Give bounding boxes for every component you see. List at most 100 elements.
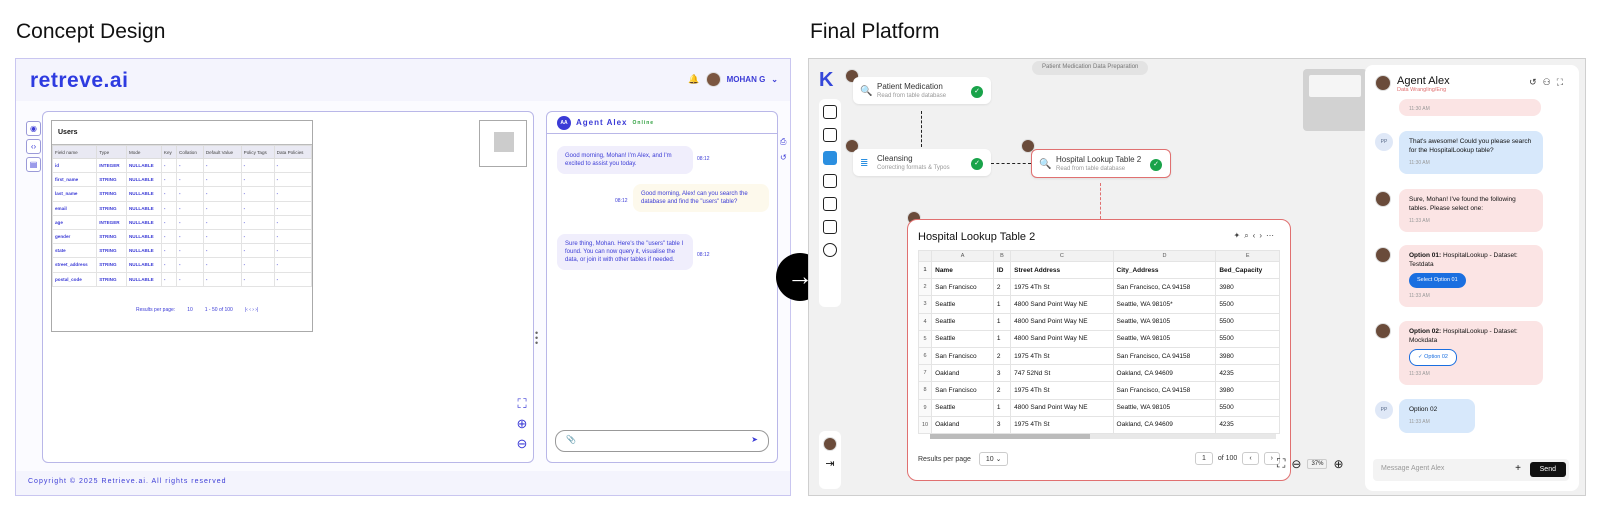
node-cleansing[interactable]: ≣ Cleansing Correcting formats & Typos ✓	[853, 149, 991, 176]
eye-icon[interactable]: ◉	[26, 121, 41, 136]
inbox-icon[interactable]	[823, 174, 837, 188]
row-number[interactable]: 4	[917, 312, 933, 331]
table-cell[interactable]: 1975 4Th St	[1010, 278, 1114, 297]
zoom-in-icon[interactable]: ⊕	[516, 416, 528, 431]
table-cell[interactable]: Seattle, WA 98105*	[1112, 295, 1217, 314]
row-number[interactable]: 7	[917, 364, 933, 383]
row-number[interactable]: 2	[917, 278, 933, 297]
message-input[interactable]: Message Agent Alex + Send	[1373, 459, 1569, 481]
table-cell[interactable]: 4800 Sand Point Way NE	[1010, 295, 1114, 314]
header-cell[interactable]: City_Address	[1112, 260, 1217, 280]
table-cell[interactable]: San Francisco	[931, 278, 994, 297]
node-patient-medication[interactable]: 🔍 Patient Medication Read from table dat…	[853, 77, 991, 104]
table-cell[interactable]: 1	[992, 329, 1012, 348]
horizontal-scrollbar[interactable]	[930, 434, 1276, 439]
table-cell[interactable]: Seattle	[931, 295, 994, 314]
table-cell[interactable]: 747 52Nd St	[1010, 364, 1114, 383]
column-header[interactable]: Field name	[51, 145, 98, 159]
prev-page-button[interactable]: ‹	[1242, 452, 1259, 465]
column-letter[interactable]: A	[931, 250, 994, 262]
zoom-in-icon[interactable]: ⊕	[1333, 456, 1344, 471]
table-cell[interactable]: Seattle	[931, 312, 994, 331]
table-cell[interactable]: 1	[992, 398, 1012, 417]
table-cell[interactable]: 3980	[1215, 278, 1280, 297]
header-cell[interactable]: Name	[931, 260, 994, 280]
table-cell[interactable]: San Francisco	[931, 346, 994, 366]
table-cell[interactable]: 2	[992, 381, 1012, 400]
table-cell[interactable]: Oakland, CA 94609	[1112, 415, 1217, 434]
table-cell[interactable]: Oakland	[931, 364, 994, 383]
help-icon[interactable]	[823, 243, 837, 257]
print-icon[interactable]: ⎙	[780, 137, 787, 146]
minimap[interactable]	[1303, 69, 1367, 131]
table-icon[interactable]	[823, 151, 837, 165]
table-cell[interactable]: 1	[992, 295, 1012, 314]
schedule-icon[interactable]	[823, 220, 837, 234]
zoom-out-icon[interactable]: ⊖	[516, 436, 528, 451]
column-letter[interactable]: B	[992, 250, 1012, 262]
header-cell[interactable]: Bed_Capacity	[1215, 260, 1280, 280]
page-input[interactable]: 1	[1194, 452, 1213, 465]
row-number[interactable]: 10	[917, 415, 933, 434]
table-cell[interactable]: 3980	[1215, 346, 1280, 366]
zoom-out-icon[interactable]: ⊖	[1291, 456, 1302, 471]
table-cell[interactable]: 5500	[1215, 295, 1280, 314]
table-cell[interactable]: 4800 Sand Point Way NE	[1010, 312, 1114, 331]
plus-icon[interactable]: +	[1515, 463, 1521, 474]
logout-icon[interactable]: ⇥	[825, 458, 835, 470]
column-letter[interactable]	[917, 250, 933, 262]
row-number[interactable]: 9	[917, 398, 933, 417]
table-cell[interactable]: 4800 Sand Point Way NE	[1010, 398, 1114, 417]
document-icon[interactable]: ▤	[26, 157, 41, 172]
select-option-01-button[interactable]: Select Option 01	[1409, 273, 1466, 288]
table-cell[interactable]: 1975 4Th St	[1010, 415, 1114, 434]
option-02-button[interactable]: ✓ Option 02	[1409, 349, 1457, 366]
table-cell[interactable]: 3	[992, 415, 1012, 434]
chat-input[interactable]: 📎 ➤	[555, 430, 769, 452]
table-cell[interactable]: 5500	[1215, 312, 1280, 331]
column-letter[interactable]: C	[1010, 250, 1114, 262]
chevron-down-icon[interactable]: ⌄	[771, 75, 778, 84]
row-number[interactable]: 3	[917, 295, 933, 314]
table-cell[interactable]: San Francisco, CA 94158	[1112, 346, 1217, 366]
avatar[interactable]	[823, 437, 837, 451]
bell-icon[interactable]: 🔔	[688, 74, 700, 84]
table-cell[interactable]: San Francisco, CA 94158	[1112, 278, 1217, 297]
column-header[interactable]: Data Policies	[273, 145, 313, 159]
column-letter[interactable]: E	[1215, 250, 1280, 262]
table-cell[interactable]: 4235	[1215, 364, 1280, 383]
column-header[interactable]: Collation	[176, 145, 204, 159]
table-cell[interactable]: 4235	[1215, 415, 1280, 434]
nodes-icon[interactable]	[823, 105, 837, 119]
attach-icon[interactable]: 📎	[566, 435, 576, 444]
table-cell[interactable]: Oakland, CA 94609	[1112, 364, 1217, 383]
user-menu[interactable]: 🔔 MOHAN G ⌄	[688, 72, 778, 87]
header-cell[interactable]: Street Address	[1010, 260, 1114, 280]
page-nav-icons[interactable]: |‹ ‹ › ›|	[244, 307, 259, 313]
row-number[interactable]: 6	[917, 346, 933, 366]
column-letter[interactable]: D	[1112, 250, 1217, 262]
play-icon[interactable]	[823, 197, 837, 211]
fullscreen-icon[interactable]: ⛶	[1277, 456, 1286, 470]
send-button[interactable]: Send	[1529, 462, 1566, 477]
column-header[interactable]: Default Value	[202, 145, 242, 159]
table-cell[interactable]: 1975 4Th St	[1010, 346, 1114, 366]
table-cell[interactable]: 5500	[1215, 398, 1280, 417]
next-page-button[interactable]: ›	[1263, 452, 1280, 465]
table-cell[interactable]: Seattle	[931, 398, 994, 417]
table-cell[interactable]: San Francisco, CA 94158	[1112, 381, 1217, 400]
table-cell[interactable]: 2	[992, 346, 1012, 366]
row-number[interactable]: 8	[917, 381, 933, 400]
